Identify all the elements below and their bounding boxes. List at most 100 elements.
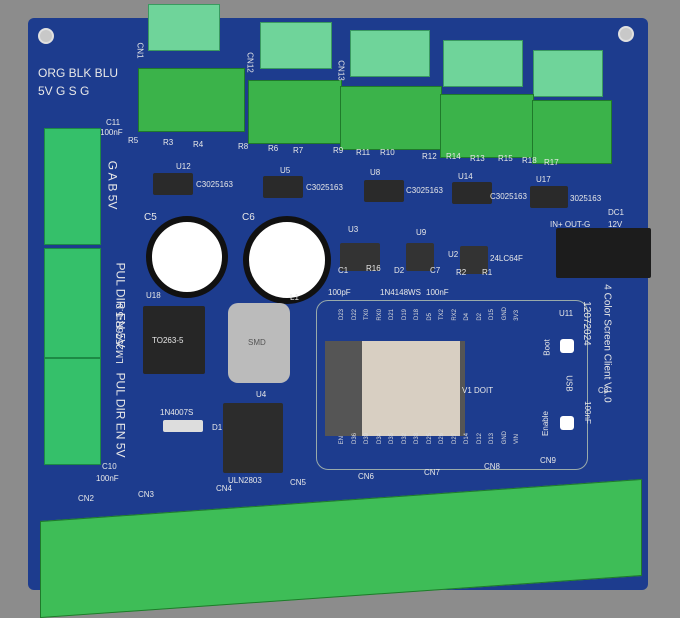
terminal-cn15 — [44, 248, 101, 358]
pin-label: D39 — [364, 433, 370, 445]
cn2-label: CN2 — [78, 494, 95, 503]
pin-label: D15 — [489, 309, 495, 321]
c6-label: C6 — [242, 212, 255, 223]
pin-label: D13 — [489, 433, 495, 445]
resistor-label: R9 — [333, 146, 344, 155]
wire-colors: ORG BLK BLU — [38, 66, 119, 80]
cn9-label: CN9 — [540, 456, 557, 465]
pin-label: D36 — [351, 433, 358, 445]
resistor-label: R10 — [380, 148, 395, 157]
pin-label: D32 — [401, 433, 408, 445]
pin-label: GND — [501, 431, 508, 445]
u12-part: C3025163 — [196, 180, 233, 189]
r2-label: R2 — [456, 268, 467, 277]
pin-label: D5 — [426, 312, 433, 321]
c5-label: C5 — [144, 212, 157, 223]
u17-part: 3025163 — [570, 194, 602, 203]
resistor-label: R14 — [446, 152, 461, 161]
c11-value: 100nF — [100, 128, 123, 137]
cn13-label: CN13 — [336, 60, 346, 81]
pin-label: GND — [501, 307, 508, 321]
mounting-hole — [38, 28, 54, 44]
terminal-cn13 — [340, 86, 442, 150]
cn5-label: CN5 — [290, 478, 307, 487]
pin-label: VIN — [514, 434, 520, 445]
terminal-cn10 — [440, 94, 534, 158]
u4-label: U4 — [256, 390, 267, 399]
connector-plug — [533, 50, 603, 97]
c10-label: C10 — [102, 462, 117, 471]
cn7-label: CN7 — [424, 468, 441, 477]
usb-label: USB — [564, 375, 574, 392]
resistor-label: R5 — [128, 136, 139, 145]
resistor-label: R8 — [238, 142, 249, 151]
pin-label: EN — [339, 436, 345, 445]
u5-part: C3025163 — [306, 183, 343, 192]
terminal-cn12 — [248, 80, 342, 144]
pin-label: RX0 — [376, 308, 383, 321]
boot-label: Boot — [542, 339, 552, 356]
u14-label: U14 — [458, 172, 473, 181]
c7-value: 100nF — [426, 288, 449, 297]
board-date: 12072024 — [580, 301, 592, 346]
c7-label: C7 — [430, 266, 441, 275]
terminal-cn14 — [44, 128, 101, 245]
ic-u9 — [406, 243, 434, 271]
pin-label: D26 — [439, 433, 445, 445]
resistor-label: R18 — [522, 156, 537, 165]
connector-plug — [148, 4, 220, 51]
inductor-l1 — [228, 303, 290, 383]
boot-button[interactable] — [560, 339, 574, 353]
d1-value: 1N4007S — [160, 408, 194, 417]
pin-label: D23 — [339, 309, 345, 321]
u2-label: U2 — [448, 250, 459, 259]
optocoupler-u14 — [452, 182, 492, 204]
resistor-label: R15 — [498, 154, 513, 163]
pin-label: D35 — [389, 433, 395, 445]
u3-label: U3 — [348, 225, 359, 234]
u8-part: C3025163 — [406, 186, 443, 195]
electrolytic-capacitor-c5 — [146, 216, 228, 298]
pin-label: D14 — [464, 433, 470, 445]
pin-label: D4 — [464, 312, 470, 321]
resistor-label: R6 — [268, 144, 279, 153]
u14-part: C3025163 — [490, 192, 527, 201]
pin-label: D2 — [476, 312, 483, 321]
enable-button[interactable] — [560, 416, 574, 430]
cn12-label: CN12 — [245, 52, 255, 73]
resistor-label: R3 — [163, 138, 174, 147]
esp32-model: V1 DOIT — [462, 386, 494, 395]
optocoupler-u5 — [263, 176, 303, 198]
pin-label: D34 — [376, 433, 383, 445]
dc1-voltage: 12V — [608, 220, 623, 229]
u5-label: U5 — [280, 166, 291, 175]
u9-label: U9 — [416, 228, 427, 237]
board-title: 4 Color Screen Client V1.0 — [601, 284, 613, 403]
cn1-label: CN1 — [135, 42, 145, 59]
resistor-label: R17 — [544, 158, 559, 167]
cn6-label: CN6 — [358, 472, 375, 481]
resistor-label: R13 — [470, 154, 485, 163]
u11-label: U11 — [559, 309, 574, 318]
pin-label: D21 — [389, 309, 395, 321]
resistor-label: R12 — [422, 152, 437, 161]
pin-label: D22 — [351, 309, 358, 321]
terminal-cn16 — [44, 358, 101, 465]
c8-label: C8 — [598, 386, 609, 395]
c11-label: C11 — [106, 118, 121, 127]
mounting-hole — [618, 26, 634, 42]
u12-label: U12 — [176, 162, 191, 171]
cn16-pins: PUL DIR EN 5V — [113, 372, 128, 458]
pin-label: RX2 — [451, 308, 458, 321]
c10-value: 100nF — [96, 474, 119, 483]
resistor-label: R11 — [356, 148, 371, 157]
regulator-u18 — [143, 306, 205, 374]
u4-part: ULN2803 — [228, 476, 262, 485]
cn14-pins: G A B 5V — [105, 160, 120, 210]
dc-jack — [556, 228, 651, 278]
pcb-board: ORG BLK BLU 5V G S G C11 100nF CN1 CN12 … — [28, 4, 651, 590]
pin-label: D12 — [476, 433, 483, 445]
dc1-pins: IN+ OUT-G — [550, 220, 591, 229]
pin-label: D18 — [414, 309, 420, 321]
